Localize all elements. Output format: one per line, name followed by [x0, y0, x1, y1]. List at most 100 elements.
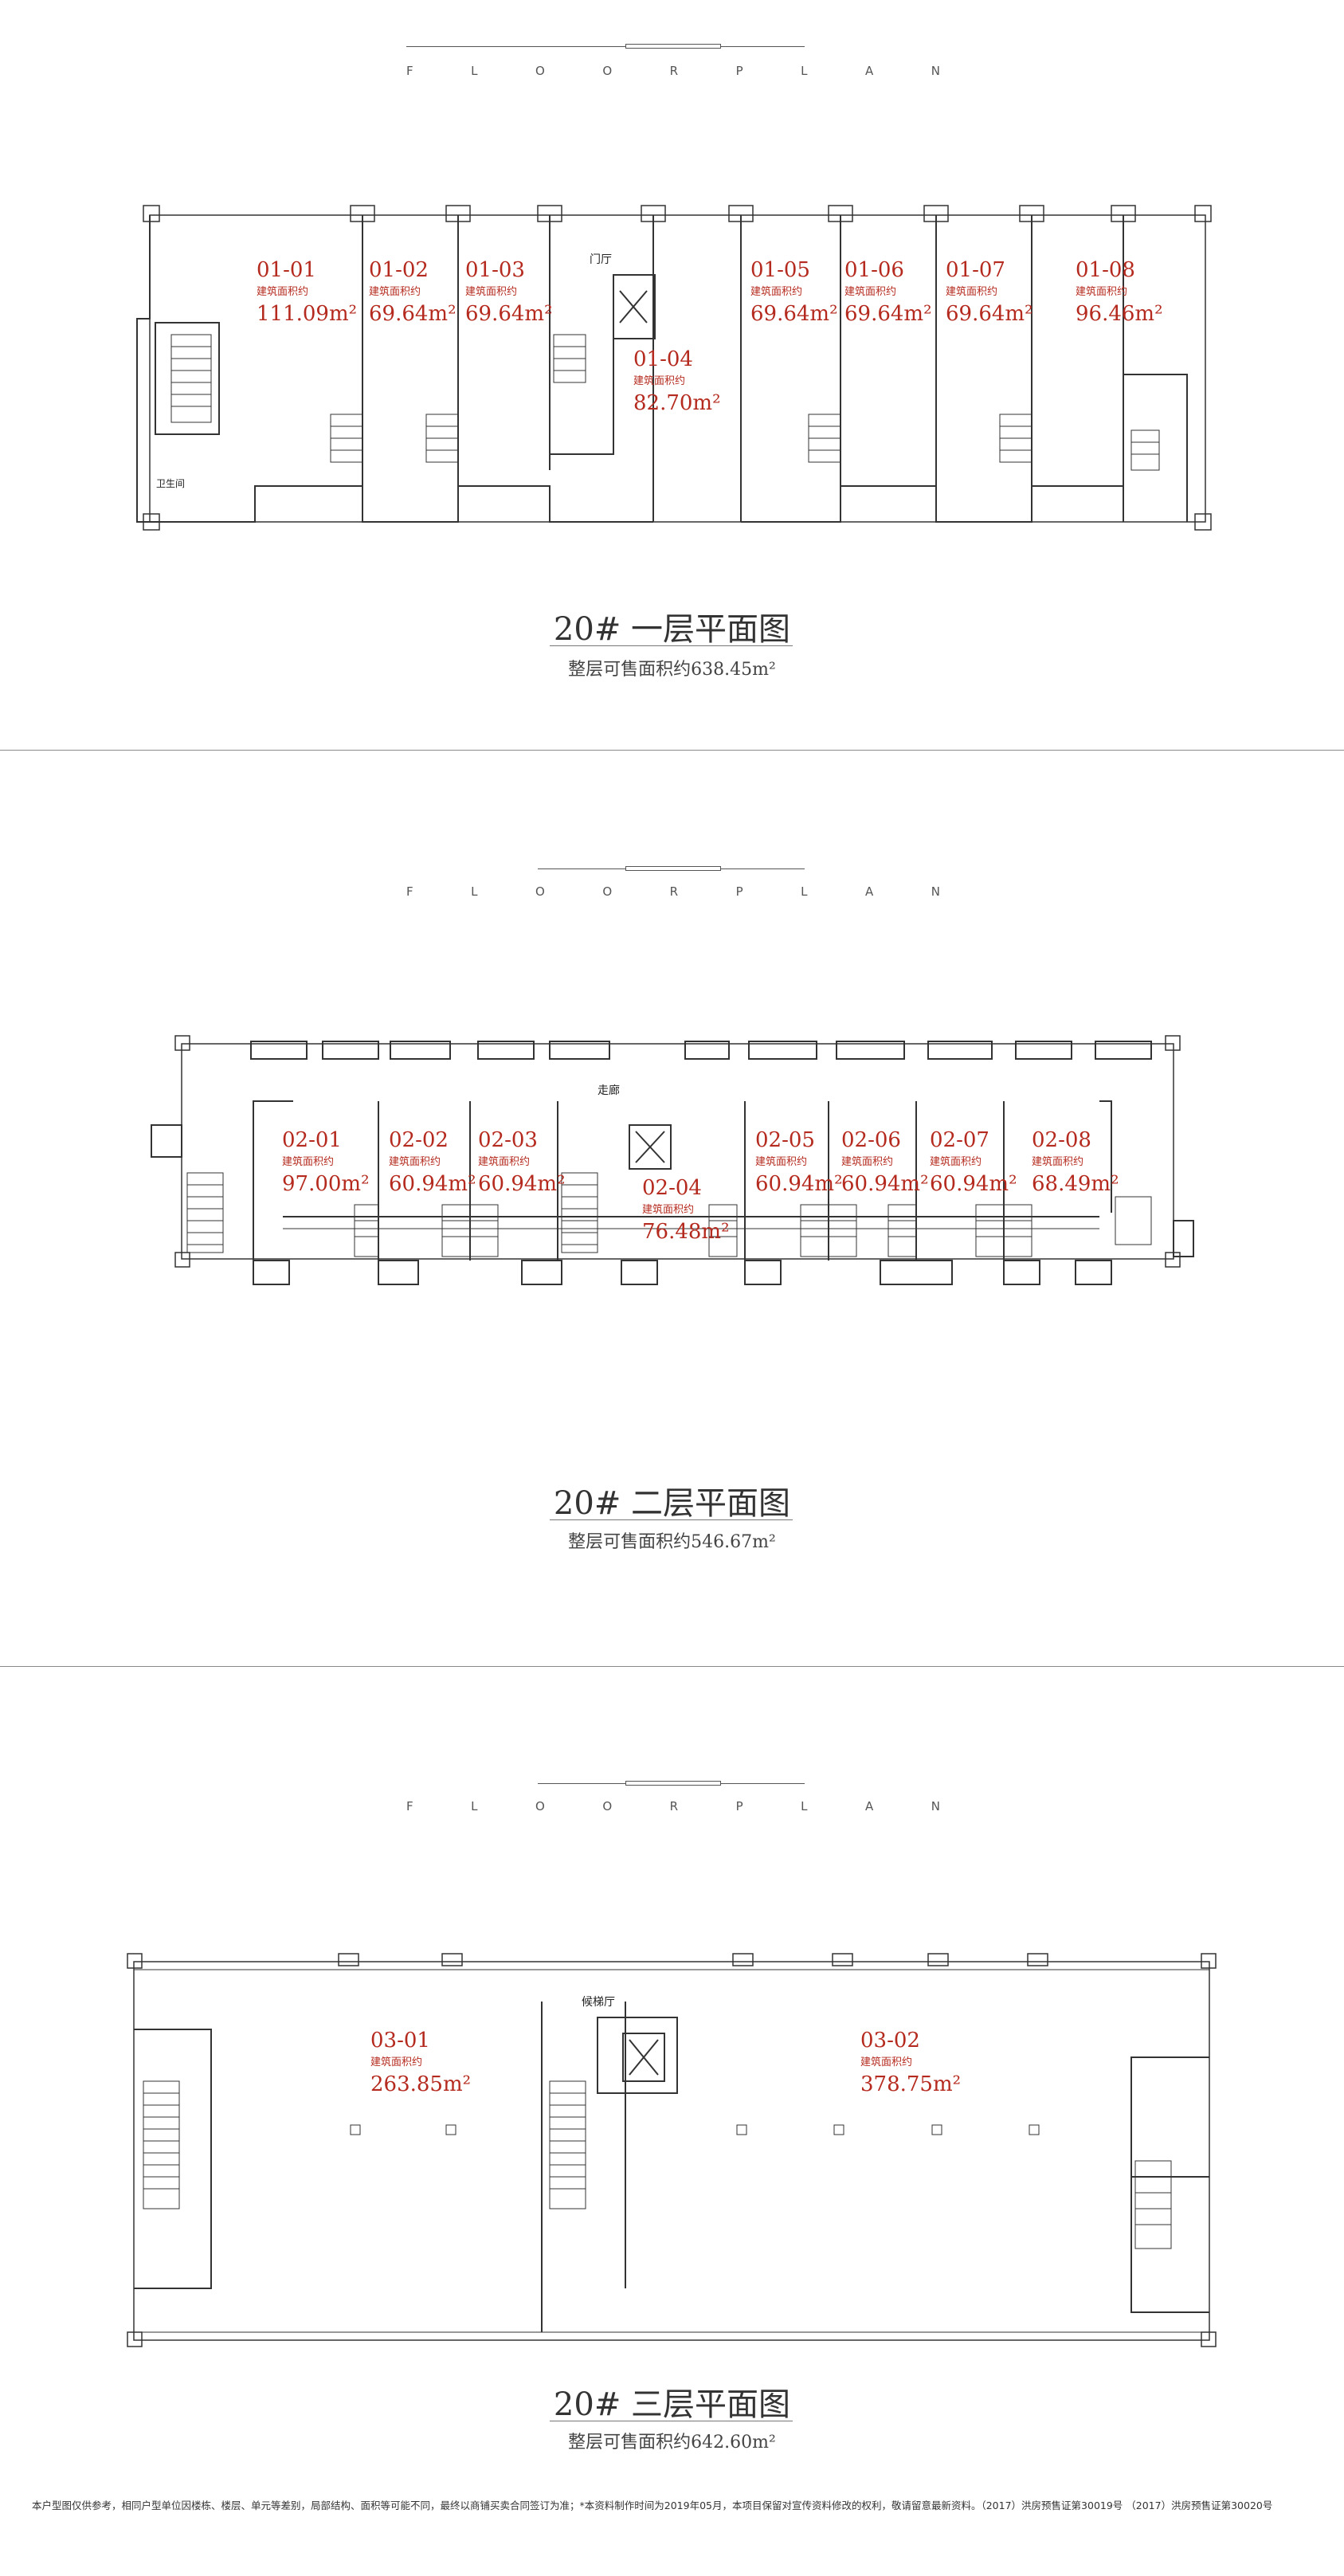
unit-code: 02-08: [1032, 1128, 1091, 1152]
unit-code: 01-05: [750, 258, 810, 282]
unit-03-02: 03-02 建筑面积约 378.75m²: [860, 2030, 961, 2095]
unit-area-label: 建筑面积约: [389, 1156, 441, 1168]
header-letter: O: [535, 64, 545, 78]
unit-area: 60.94m²: [478, 1172, 566, 1196]
unit-area-label: 建筑面积约: [633, 375, 686, 387]
header-letter: O: [535, 1799, 545, 1813]
unit-code: 02-02: [389, 1128, 449, 1152]
unit-area-label: 建筑面积约: [478, 1156, 531, 1168]
unit-code: 01-02: [369, 258, 429, 282]
unit-code: 01-06: [844, 258, 904, 282]
unit-area: 60.94m²: [841, 1172, 929, 1196]
header-letter: F: [406, 1799, 413, 1813]
unit-area-label: 建筑面积约: [1076, 286, 1128, 298]
unit-code: 02-07: [930, 1128, 989, 1152]
unit-01-01: 01-01 建筑面积约 111.09m²: [257, 260, 357, 324]
unit-area-label: 建筑面积约: [844, 286, 897, 298]
unit-area: 111.09m²: [257, 302, 358, 326]
section-divider: [0, 1666, 1344, 1667]
floor3-plan-drawing: [127, 1953, 1217, 2347]
unit-area: 96.46m²: [1076, 302, 1163, 326]
header-letter: A: [864, 64, 874, 78]
floor1-section: F L O O R P L A N: [0, 0, 1344, 749]
unit-area: 76.48m²: [642, 1220, 730, 1244]
unit-code: 01-04: [633, 347, 693, 371]
unit-code: 01-03: [465, 258, 525, 282]
unit-code: 01-07: [946, 258, 1005, 282]
header-letter: R: [669, 884, 679, 899]
unit-01-02: 01-02 建筑面积约 69.64m²: [369, 260, 456, 324]
header-letter: O: [602, 1799, 613, 1813]
unit-02-01: 02-01 建筑面积约 97.00m²: [282, 1130, 370, 1194]
floor3-title: 20# 三层平面图: [553, 2386, 791, 2423]
floor2-plan-drawing: [151, 1035, 1194, 1285]
unit-area: 68.49m²: [1032, 1172, 1119, 1196]
header-letter: P: [735, 884, 743, 899]
unit-area-label: 建筑面积约: [1032, 1156, 1084, 1168]
unit-area-label: 建筑面积约: [930, 1156, 982, 1168]
waiting-hall-label: 候梯厅: [582, 1996, 615, 2009]
unit-area-label: 建筑面积约: [282, 1156, 335, 1168]
unit-code: 02-01: [282, 1128, 342, 1152]
unit-code: 01-01: [257, 258, 316, 282]
header-letter: R: [669, 64, 679, 78]
header-letter: F: [406, 64, 413, 78]
header-letter: O: [535, 884, 545, 899]
header-letter: A: [864, 1799, 874, 1813]
toilet-label: 卫生间: [156, 478, 186, 489]
unit-02-04: 02-04 建筑面积约 76.48m²: [642, 1178, 730, 1242]
unit-area: 60.94m²: [930, 1172, 1017, 1196]
unit-area-label: 建筑面积约: [841, 1156, 894, 1168]
header-letter: O: [602, 64, 613, 78]
unit-01-04: 01-04 建筑面积约 82.70m²: [633, 349, 721, 414]
header-letter: L: [471, 64, 478, 78]
unit-area: 69.64m²: [369, 302, 456, 326]
unit-code: 02-04: [642, 1176, 702, 1200]
unit-area-label: 建筑面积约: [946, 286, 998, 298]
unit-area: 60.94m²: [389, 1172, 476, 1196]
header-letter: N: [931, 1799, 940, 1813]
unit-area: 97.00m²: [282, 1172, 370, 1196]
floor2-title: 20# 二层平面图: [553, 1485, 791, 1522]
corridor-label: 走廊: [598, 1084, 620, 1097]
unit-02-08: 02-08 建筑面积约 68.49m²: [1032, 1130, 1119, 1194]
unit-code: 01-08: [1076, 258, 1135, 282]
unit-area: 69.64m²: [844, 302, 932, 326]
header-letter: L: [801, 884, 808, 899]
unit-01-05: 01-05 建筑面积约 69.64m²: [750, 260, 838, 324]
unit-01-08: 01-08 建筑面积约 96.46m²: [1076, 260, 1163, 324]
floor3-subtitle: 整层可售面积约642.60m²: [568, 2433, 776, 2452]
unit-area-label: 建筑面积约: [465, 286, 518, 298]
floor1-plan-drawing: [136, 205, 1212, 531]
header-letter: N: [931, 64, 940, 78]
unit-code: 03-01: [370, 2029, 430, 2053]
unit-code: 02-03: [478, 1128, 538, 1152]
unit-area: 82.70m²: [633, 391, 721, 415]
unit-02-03: 02-03 建筑面积约 60.94m²: [478, 1130, 566, 1194]
unit-area-label: 建筑面积约: [369, 286, 421, 298]
header-letter: P: [735, 64, 743, 78]
unit-01-07: 01-07 建筑面积约 69.64m²: [946, 260, 1033, 324]
header-letter: N: [931, 884, 940, 899]
unit-area: 263.85m²: [370, 2072, 472, 2096]
unit-02-05: 02-05 建筑面积约 60.94m²: [755, 1130, 843, 1194]
unit-03-01: 03-01 建筑面积约 263.85m²: [370, 2030, 471, 2095]
unit-02-02: 02-02 建筑面积约 60.94m²: [389, 1130, 476, 1194]
unit-area: 69.64m²: [750, 302, 838, 326]
unit-code: 02-05: [755, 1128, 815, 1152]
unit-area-label: 建筑面积约: [257, 286, 309, 298]
unit-02-06: 02-06 建筑面积约 60.94m²: [841, 1130, 929, 1194]
floor1-subtitle: 整层可售面积约638.45m²: [568, 660, 776, 680]
floor2-subtitle: 整层可售面积约546.67m²: [568, 1532, 776, 1552]
header-letter: F: [406, 884, 413, 899]
unit-area: 378.75m²: [860, 2072, 962, 2096]
unit-code: 02-06: [841, 1128, 901, 1152]
unit-02-07: 02-07 建筑面积约 60.94m²: [930, 1130, 1017, 1194]
unit-area: 69.64m²: [465, 302, 553, 326]
unit-code: 03-02: [860, 2029, 920, 2053]
unit-area: 69.64m²: [946, 302, 1033, 326]
unit-area-label: 建筑面积约: [755, 1156, 808, 1168]
header-letter: R: [669, 1799, 679, 1813]
header-letter: L: [801, 1799, 808, 1813]
header-letter: P: [735, 1799, 743, 1813]
